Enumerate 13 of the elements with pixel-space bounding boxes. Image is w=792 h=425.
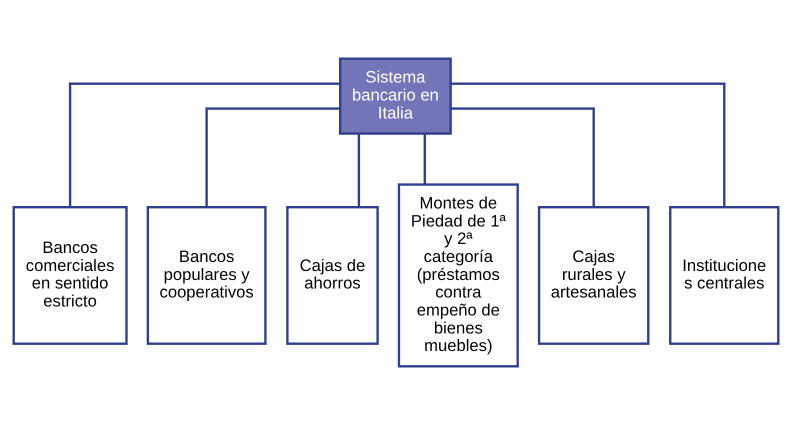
node-box: Instituciones centrales <box>669 206 780 345</box>
connector <box>358 134 360 208</box>
connector <box>450 82 726 207</box>
connector <box>450 107 595 208</box>
node-box: Cajas de ahorros <box>286 206 379 345</box>
connector <box>205 107 340 208</box>
connector <box>68 82 340 207</box>
node-box: Bancos populares y cooperativos <box>146 206 267 345</box>
node-box: Cajas rurales y artesanales <box>538 206 650 345</box>
node-box: Bancos comerciales en sentido estricto <box>12 206 128 345</box>
node-box: Montes de Piedad de 1ª y 2ª categoría (préstamos contra empeño de bienes muebles) <box>398 183 519 368</box>
node-box: Sistema bancario en Italia <box>339 58 452 135</box>
connector <box>424 134 426 184</box>
